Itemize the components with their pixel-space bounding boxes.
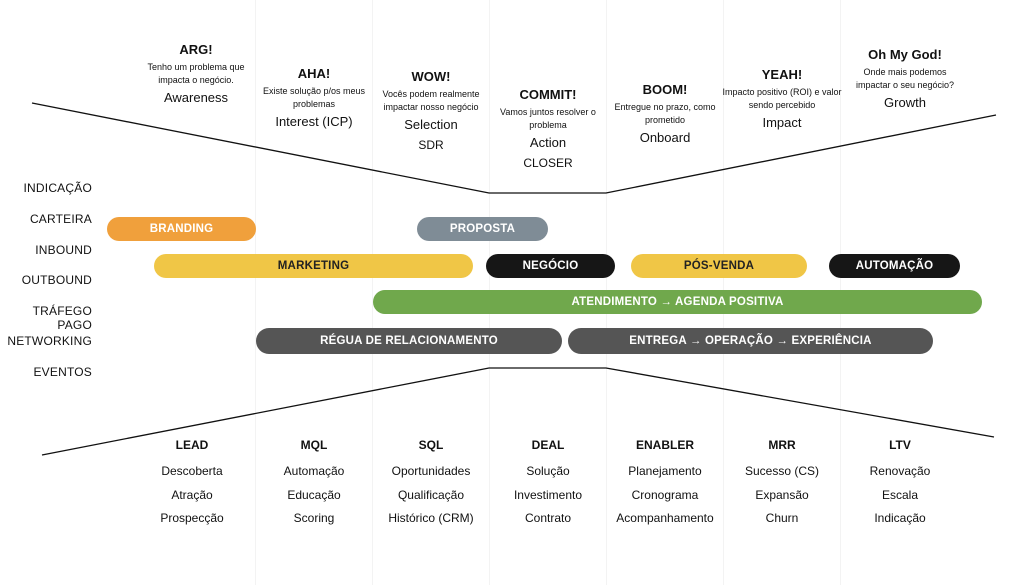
bottom-item: Indicação bbox=[874, 511, 926, 525]
bottom-item: Planejamento bbox=[628, 464, 702, 478]
bottom-deal: DEAL Solução Investimento Contrato bbox=[488, 438, 608, 531]
bottom-lead: LEAD Descoberta Atração Prospecção bbox=[132, 438, 252, 531]
bottom-item: Acompanhamento bbox=[616, 511, 714, 525]
bottom-item: Oportunidades bbox=[391, 464, 471, 478]
column-divider bbox=[372, 0, 373, 585]
bottom-title: ENABLER bbox=[635, 438, 694, 452]
bottom-item: Investimento bbox=[513, 487, 583, 502]
bottom-item: Escala bbox=[881, 487, 919, 502]
channel-indicacao: INDICAÇÃO bbox=[23, 181, 92, 195]
bottom-enabler: ENABLER Planejamento Cronograma Acompanh… bbox=[605, 438, 725, 531]
stage-exclaim: ARG! bbox=[179, 42, 213, 57]
stage-interest: AHA! Existe solução p/os meus problemas … bbox=[254, 66, 374, 129]
bottom-item: Solução bbox=[526, 464, 570, 478]
stage-exclaim: WOW! bbox=[411, 69, 451, 84]
stage-name: Onboard bbox=[639, 130, 691, 145]
bar-automacao: AUTOMAÇÃO bbox=[829, 254, 960, 278]
bar-negocio: NEGÓCIO bbox=[486, 254, 615, 278]
bottom-mql: MQL Automação Educação Scoring bbox=[254, 438, 374, 531]
bottom-item: Atração bbox=[171, 487, 213, 502]
stage-exclaim: Oh My God! bbox=[868, 47, 942, 62]
bottom-title: LEAD bbox=[175, 438, 209, 452]
stage-role: SDR bbox=[418, 138, 444, 152]
bottom-item: Automação bbox=[283, 464, 345, 478]
top-funnel-line bbox=[31, 102, 997, 194]
stage-question: Impacto positivo (ROI) e valor sendo per… bbox=[722, 87, 842, 110]
column-divider bbox=[255, 0, 256, 585]
bottom-title: LTV bbox=[889, 438, 911, 452]
bar-proposta: PROPOSTA bbox=[417, 217, 548, 241]
stage-exclaim: AHA! bbox=[297, 66, 331, 81]
stage-impact: YEAH! Impacto positivo (ROI) e valor sen… bbox=[722, 67, 842, 130]
bar-pos-venda: PÓS-VENDA bbox=[631, 254, 807, 278]
stage-exclaim: YEAH! bbox=[761, 67, 803, 82]
stage-name: Action bbox=[529, 135, 567, 150]
bottom-item: Contrato bbox=[524, 511, 572, 525]
bottom-item: Churn bbox=[765, 511, 799, 525]
bottom-sql: SQL Oportunidades Qualificação Histórico… bbox=[371, 438, 491, 531]
stage-name: Interest (ICP) bbox=[275, 114, 353, 129]
bottom-item: Scoring bbox=[293, 511, 335, 525]
bottom-title: DEAL bbox=[531, 438, 565, 452]
bottom-item: Expansão bbox=[755, 487, 809, 502]
bottom-item: Qualificação bbox=[397, 487, 465, 502]
stage-onboard: BOOM! Entregue no prazo, como prometido … bbox=[605, 82, 725, 145]
stage-question: Tenho um problema que impacta o negócio. bbox=[147, 62, 245, 85]
stage-exclaim: COMMIT! bbox=[519, 87, 577, 102]
stage-question: Entregue no prazo, como prometido bbox=[614, 102, 716, 125]
channel-carteira: CARTEIRA bbox=[29, 212, 92, 226]
bottom-title: SQL bbox=[418, 438, 444, 452]
stage-exclaim: BOOM! bbox=[642, 82, 688, 97]
stage-growth: Oh My God! Onde mais podemos impactar o … bbox=[845, 47, 965, 110]
channel-networking: NETWORKING bbox=[7, 334, 92, 348]
bottom-ltv: LTV Renovação Escala Indicação bbox=[840, 438, 960, 531]
stage-name: Awareness bbox=[163, 90, 229, 105]
bottom-item: Descoberta bbox=[161, 464, 223, 478]
stage-action: COMMIT! Vamos juntos resolver o problema… bbox=[488, 87, 608, 170]
stage-question: Existe solução p/os meus problemas bbox=[262, 86, 366, 109]
bar-marketing: MARKETING bbox=[154, 254, 473, 278]
bottom-title: MRR bbox=[768, 438, 796, 452]
channel-eventos: EVENTOS bbox=[33, 365, 92, 379]
stage-question: Vamos juntos resolver o problema bbox=[500, 107, 596, 130]
stage-role: CLOSER bbox=[523, 156, 573, 170]
bottom-item: Histórico (CRM) bbox=[388, 511, 474, 525]
channel-outbound: OUTBOUND bbox=[21, 273, 92, 287]
bottom-mrr: MRR Sucesso (CS) Expansão Churn bbox=[722, 438, 842, 531]
bottom-item: Prospecção bbox=[160, 511, 224, 525]
stage-selection: WOW! Vocês podem realmente impactar noss… bbox=[371, 69, 491, 152]
bottom-item: Renovação bbox=[869, 464, 931, 478]
bar-entrega: ENTREGA → OPERAÇÃO → EXPERIÊNCIA bbox=[568, 328, 933, 354]
bottom-funnel-line bbox=[41, 367, 995, 456]
stage-question: Onde mais podemos impactar o seu negócio… bbox=[855, 67, 955, 90]
bar-branding: BRANDING bbox=[107, 217, 256, 241]
stage-name: Growth bbox=[884, 95, 926, 110]
bottom-item: Educação bbox=[287, 487, 341, 502]
stage-name: Selection bbox=[404, 117, 458, 132]
stage-question: Vocês podem realmente impactar nosso neg… bbox=[382, 89, 480, 112]
bar-regua-relacionamento: RÉGUA DE RELACIONAMENTO bbox=[256, 328, 562, 354]
bottom-item: Sucesso (CS) bbox=[744, 464, 820, 478]
bar-atendimento: ATENDIMENTO → AGENDA POSITIVA bbox=[373, 290, 982, 314]
stage-name: Impact bbox=[762, 115, 802, 130]
channel-trafego-pago: TRÁFEGO PAGO bbox=[32, 304, 92, 332]
bottom-item: Cronograma bbox=[631, 487, 699, 502]
channel-inbound: INBOUND bbox=[35, 243, 92, 257]
stage-awareness: ARG! Tenho um problema que impacta o neg… bbox=[136, 42, 256, 105]
bottom-title: MQL bbox=[300, 438, 328, 452]
